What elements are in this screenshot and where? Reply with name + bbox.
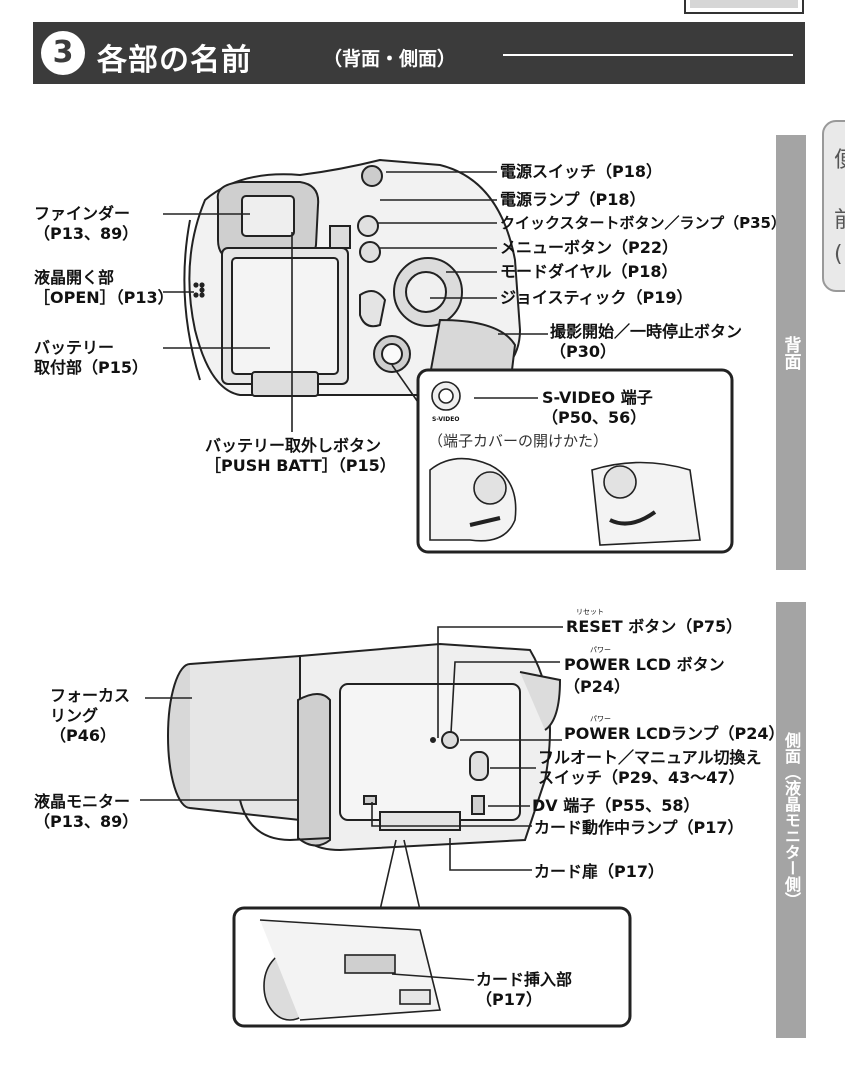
label-svideo-page: （P50、56） [542,408,647,427]
label-lcd-open-page: ［OPEN］（P13） [34,288,174,307]
label-power-lcd-button: POWER LCD ボタン [564,655,725,674]
label-focus-ring: フォーカス [50,686,131,705]
label-rec-button: 撮影開始／一時停止ボタン [550,322,743,341]
label-dv-terminal: DV 端子（P55、58） [532,796,700,815]
label-auto-manual-switch: フルオート／マニュアル切換え [538,748,762,767]
label-quick-start: クイックスタートボタン／ランプ（P35） [500,214,786,232]
section-header: 3 各部の名前 （背面・側面） [33,22,805,84]
label-card-slot: カード挿入部 [476,970,573,989]
page-title: 各部の名前 [97,43,252,78]
label-focus-ring-2: リング [50,706,99,725]
label-battery-page: 取付部（P15） [34,358,148,377]
label-card-door: カード扉（P17） [534,862,664,881]
cover-caption: （端子カバーの開けかた） [428,432,609,450]
label-power-switch: 電源スイッチ（P18） [500,162,662,181]
label-rec-button-page: （P30） [550,342,616,361]
side-tab-side: 側面（液晶モニター側） [776,602,806,1038]
ruby-reset: リセット [576,608,604,616]
label-card-access-lamp: カード動作中ランプ（P17） [534,818,744,837]
label-auto-manual-switch-page: スイッチ（P29、43～47） [538,768,745,787]
top-tab [684,0,804,14]
label-finder: ファインダー [34,204,131,223]
label-battery: バッテリー [34,338,115,357]
label-svideo: S-VIDEO 端子 [542,388,653,407]
header-rule [503,54,793,56]
label-power-lcd-button-page: （P24） [564,677,630,696]
label-lcd-monitor-page: （P13、89） [34,812,139,831]
label-finder-page: （P13、89） [34,224,139,243]
label-card-slot-page: （P17） [476,990,542,1009]
label-power-lcd-lamp: POWER LCDランプ（P24） [564,724,785,743]
label-lcd-open: 液晶開く部 [34,268,115,287]
label-lcd-monitor: 液晶モニター [34,792,131,811]
label-joystick: ジョイスティック（P19） [500,288,693,307]
label-battery-release: バッテリー取外しボタン [205,436,382,455]
step-number-badge: 3 [41,31,85,75]
label-reset: RESET ボタン（P75） [566,617,743,636]
label-mode-dial: モードダイヤル（P18） [500,262,678,281]
side-tab-back: 背面 [776,135,806,570]
label-power-lamp: 電源ランプ（P18） [500,190,646,209]
label-menu-button: メニューボタン（P22） [500,238,678,257]
edge-chapter-tab: 便 前 ( [822,120,845,292]
label-battery-release-page: ［PUSH BATT］（P15） [205,456,396,475]
page-subtitle: （背面・側面） [323,48,457,70]
label-focus-ring-page: （P46） [50,726,116,745]
ruby-power-lcd: パワー [590,646,611,654]
ruby-power-lcd-lamp: パワー [590,715,611,723]
svideo-mark: S-VIDEO [432,416,460,423]
